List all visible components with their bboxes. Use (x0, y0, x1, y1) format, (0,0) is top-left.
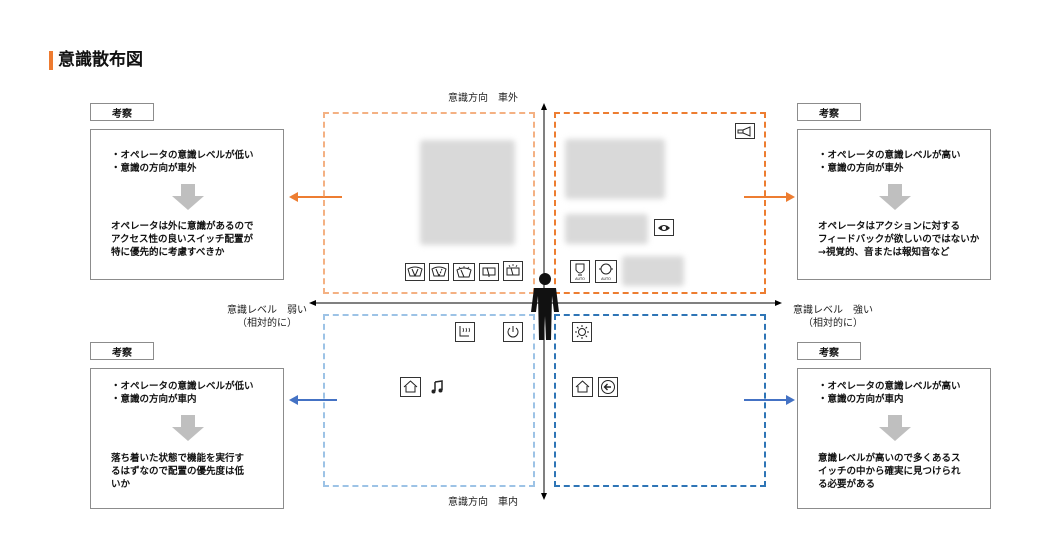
home-icon[interactable] (572, 377, 593, 397)
panel-text: →視覚的、音または報知音など (818, 247, 950, 258)
wiper-front-icon[interactable] (405, 263, 425, 281)
panel-text: る必要がある (818, 479, 876, 490)
panel-header: 考察 (90, 103, 154, 121)
panel-text: 意識レベルが高いので多くあるス (818, 453, 961, 464)
panel-text: ・オペレータの意識レベルが高い (818, 381, 961, 392)
page-title: 意識散布図 (58, 50, 143, 70)
washer-icon[interactable] (453, 263, 475, 281)
panel-bottom-right: ・オペレータの意識レベルが高い ・意識の方向が車内 意識レベルが高いので多くある… (797, 368, 991, 509)
quadrant-bottom-right (554, 314, 766, 487)
brightness-icon[interactable] (572, 322, 592, 342)
wiper-intermittent-icon[interactable] (429, 263, 449, 281)
panel-text: ・意識の方向が車内 (818, 394, 904, 405)
arrow-out-top-right-head (786, 192, 795, 202)
panel-text: 特に優先的に考慮すべきか (111, 247, 225, 258)
blurred-image (420, 140, 515, 245)
blurred-image (622, 256, 684, 286)
panel-text: 落ち着いた状態で機能を実行す (111, 453, 245, 464)
blurred-image (565, 214, 648, 244)
title-accent-bar (49, 51, 53, 70)
arrow-out-bottom-left-head (289, 395, 298, 405)
panel-text: ・オペレータの意識レベルが高い (818, 150, 961, 161)
down-arrow-icon (172, 415, 204, 441)
down-arrow-icon (172, 184, 204, 210)
panel-header: 考察 (797, 342, 861, 360)
panel-bottom-left: ・オペレータの意識レベルが低い ・意識の方向が車内 落ち着いた状態で機能を実行す… (90, 368, 284, 509)
panel-header: 考察 (797, 103, 861, 121)
hazard-icon[interactable] (654, 219, 674, 236)
panel-top-right: ・オペレータの意識レベルが高い ・意識の方向が車外 オペレータはアクションに対す… (797, 129, 991, 280)
seat-heater-icon[interactable] (455, 322, 475, 342)
panel-text: フィードバックが欲しいのではないか (818, 234, 980, 245)
axis-arrow-left (309, 300, 316, 306)
panel-header: 考察 (90, 342, 154, 360)
panel-text: アクセス性の良いスイッチ配置が (111, 234, 254, 245)
axis-label-left-line1: 意識レベル 弱い (227, 305, 307, 316)
power-icon[interactable] (503, 322, 523, 342)
panel-text: ・オペレータの意識レベルが低い (111, 150, 254, 161)
panel-text: オペレータはアクションに対する (818, 221, 961, 232)
person-icon (531, 273, 559, 340)
panel-text: オペレータは外に意識があるので (111, 221, 254, 232)
blurred-image (565, 139, 665, 199)
quadrant-bottom-left (323, 314, 535, 487)
arrow-out-bottom-right-head (786, 395, 795, 405)
axis-arrow-up (541, 103, 547, 110)
fog-light-icon[interactable]: AUTO (595, 260, 617, 283)
axis-arrow-right (775, 300, 782, 306)
panel-text: イッチの中から確実に見つけられ (818, 466, 961, 477)
down-arrow-icon (879, 184, 911, 210)
panel-text: ・オペレータの意識レベルが低い (111, 381, 254, 392)
axis-label-left: 意識レベル 弱い （相対的に） (222, 304, 312, 330)
wiper-rear-icon[interactable] (479, 263, 499, 281)
axis-label-right-line2: （相対的に） (803, 318, 863, 329)
back-icon[interactable] (598, 377, 618, 397)
headlight-auto-icon[interactable]: AUTO (570, 260, 590, 283)
arrow-out-top-left-head (289, 192, 298, 202)
music-icon[interactable] (427, 377, 447, 397)
panel-text: ・意識の方向が車内 (111, 394, 197, 405)
axis-label-left-line2: （相対的に） (237, 318, 297, 329)
panel-text: ・意識の方向が車外 (111, 163, 197, 174)
svg-text:AUTO: AUTO (575, 277, 585, 281)
svg-text:AUTO: AUTO (601, 277, 611, 281)
axis-label-right-line1: 意識レベル 強い (793, 305, 873, 316)
washer-rear-icon[interactable] (503, 261, 523, 281)
axis-arrow-down (541, 493, 547, 500)
panel-top-left: ・オペレータの意識レベルが低い ・意識の方向が車外 オペレータは外に意識があるの… (90, 129, 284, 280)
axis-label-bottom: 意識方向 車内 (448, 497, 518, 508)
panel-text: いか (111, 479, 131, 490)
horn-icon[interactable] (735, 123, 755, 139)
quadrant-top-right (554, 112, 766, 294)
down-arrow-icon (879, 415, 911, 441)
home-icon[interactable] (400, 377, 421, 397)
panel-text: ・意識の方向が車外 (818, 163, 904, 174)
axis-label-right: 意識レベル 強い （相対的に） (788, 304, 878, 330)
panel-text: るはずなので配置の優先度は低 (111, 466, 245, 477)
quadrant-top-left (323, 112, 535, 294)
axis-label-top: 意識方向 車外 (448, 93, 518, 104)
